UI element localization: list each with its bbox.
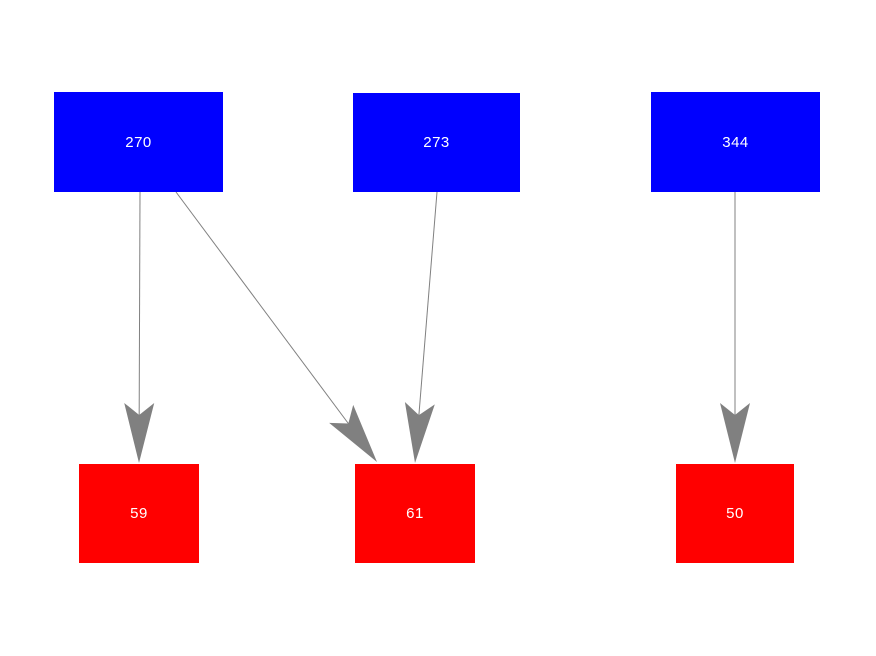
edge-line xyxy=(138,191,141,416)
node-270: 270 xyxy=(54,92,223,192)
edge-arrowhead-icon xyxy=(404,401,435,463)
node-label: 50 xyxy=(726,505,744,522)
node-344: 344 xyxy=(651,92,820,192)
node-label: 61 xyxy=(406,505,424,522)
node-label: 270 xyxy=(125,133,152,151)
edge-270-61 xyxy=(175,191,377,462)
node-61: 61 xyxy=(355,464,475,563)
edge-arrowhead-icon xyxy=(329,404,377,462)
edge-270-59 xyxy=(124,191,155,463)
edge-line xyxy=(418,191,438,416)
edge-273-61 xyxy=(404,191,438,463)
edge-arrowhead-icon xyxy=(720,403,750,463)
node-273: 273 xyxy=(353,93,520,192)
node-label: 344 xyxy=(722,133,749,151)
edge-line xyxy=(175,191,349,424)
node-59: 59 xyxy=(79,464,199,563)
node-label: 273 xyxy=(423,134,450,151)
node-label: 59 xyxy=(130,505,148,522)
edge-344-50 xyxy=(720,192,750,463)
node-50: 50 xyxy=(676,464,794,563)
edge-arrowhead-icon xyxy=(124,402,155,463)
